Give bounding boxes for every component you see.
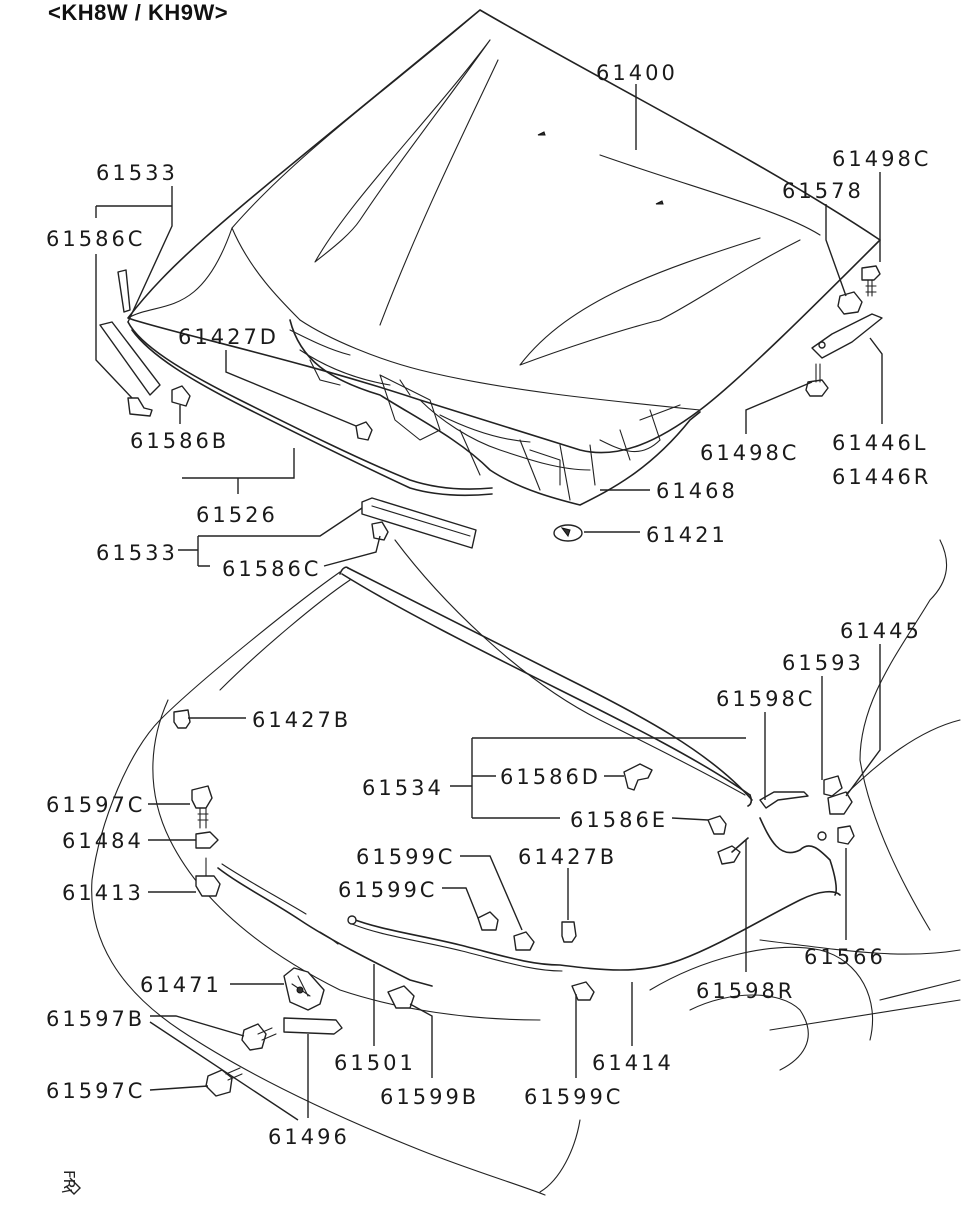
lock-bolt-group: [191, 785, 221, 897]
label-61413: 61413: [62, 881, 144, 905]
label-61597C-top: 61597C: [46, 793, 145, 817]
release-cable-61501: [217, 863, 433, 987]
label-61566: 61566: [804, 945, 886, 969]
hood-inner-panel: [289, 319, 701, 506]
body-outline: [91, 539, 961, 1196]
label-61598R: 61598R: [696, 979, 795, 1003]
label-61484: 61484: [62, 829, 144, 853]
diagram-title: <KH8W / KH9W>: [48, 0, 229, 25]
label-61593: 61593: [782, 651, 864, 675]
label-61526: 61526: [196, 503, 278, 527]
label-61586E: 61586E: [570, 808, 668, 832]
hood-seal-61526: [127, 321, 493, 497]
leader-lines: [95, 84, 883, 1121]
hood-bumper-61421: [553, 524, 583, 542]
label-61446R: 61446R: [832, 465, 931, 489]
bumper-61427B-mid: [561, 921, 577, 943]
hood-lock-61471: [205, 967, 343, 1097]
label-61599C-a: 61599C: [356, 845, 455, 869]
clip-61586B: [171, 385, 191, 407]
clip-61427D: [355, 421, 373, 441]
label-61421: 61421: [646, 523, 728, 547]
seal-bracket-61533-mid: [361, 497, 477, 549]
label-61599B: 61599B: [380, 1085, 479, 1109]
label-61586C-mid: 61586C: [222, 557, 321, 581]
label-61501: 61501: [334, 1051, 416, 1075]
label-61534: 61534: [362, 776, 444, 800]
label-61578: 61578: [782, 179, 864, 203]
clip-61586C-top: [127, 397, 153, 417]
label-61498C-mid: 61498C: [700, 441, 799, 465]
label-61445: 61445: [840, 619, 922, 643]
hood-panel: [127, 9, 881, 454]
front-mark-text: FR: [60, 1170, 78, 1189]
release-cable-61414: [347, 890, 841, 972]
label-61533-mid: 61533: [96, 541, 178, 565]
hood-hinge-group: [805, 265, 883, 397]
part-labels: 61400 61533 61586C 61498C 61578 61427D 6…: [46, 61, 931, 1149]
label-61599C-b: 61599C: [338, 878, 437, 902]
label-61498C-top: 61498C: [832, 147, 931, 171]
hood-support-group: [717, 775, 855, 896]
label-61533-top: 61533: [96, 161, 178, 185]
front-direction-mark: FR: [60, 1170, 81, 1195]
clip-61586D: [623, 763, 653, 791]
label-61586D: 61586D: [500, 765, 601, 789]
label-61427B-left: 61427B: [252, 708, 351, 732]
label-61427B-mid: 61427B: [518, 845, 617, 869]
label-61597C-bot: 61597C: [46, 1079, 145, 1103]
clip-61599C-bot: [571, 981, 595, 1001]
clip-61599C-a: [513, 931, 535, 951]
label-61414: 61414: [592, 1051, 674, 1075]
label-61599C-bot: 61599C: [524, 1085, 623, 1109]
label-61496: 61496: [268, 1125, 350, 1149]
clip-61599C-b: [477, 911, 499, 931]
label-61427D: 61427D: [178, 325, 279, 349]
clip-61586E: [707, 815, 727, 835]
label-61586B: 61586B: [130, 429, 229, 453]
label-61471: 61471: [140, 973, 222, 997]
label-61598C: 61598C: [716, 687, 815, 711]
front-arrow-icon: [61, 1177, 81, 1195]
front-seal-61534: [339, 566, 753, 807]
label-61400: 61400: [596, 61, 678, 85]
label-61586C-top: 61586C: [46, 227, 145, 251]
label-61446L: 61446L: [832, 431, 929, 455]
seal-bracket-61533-top: [99, 269, 161, 396]
label-61597B: 61597B: [46, 1007, 145, 1031]
clip-61599B: [387, 985, 415, 1009]
label-61468: 61468: [656, 479, 738, 503]
bumper-61427B-left: [173, 709, 191, 729]
